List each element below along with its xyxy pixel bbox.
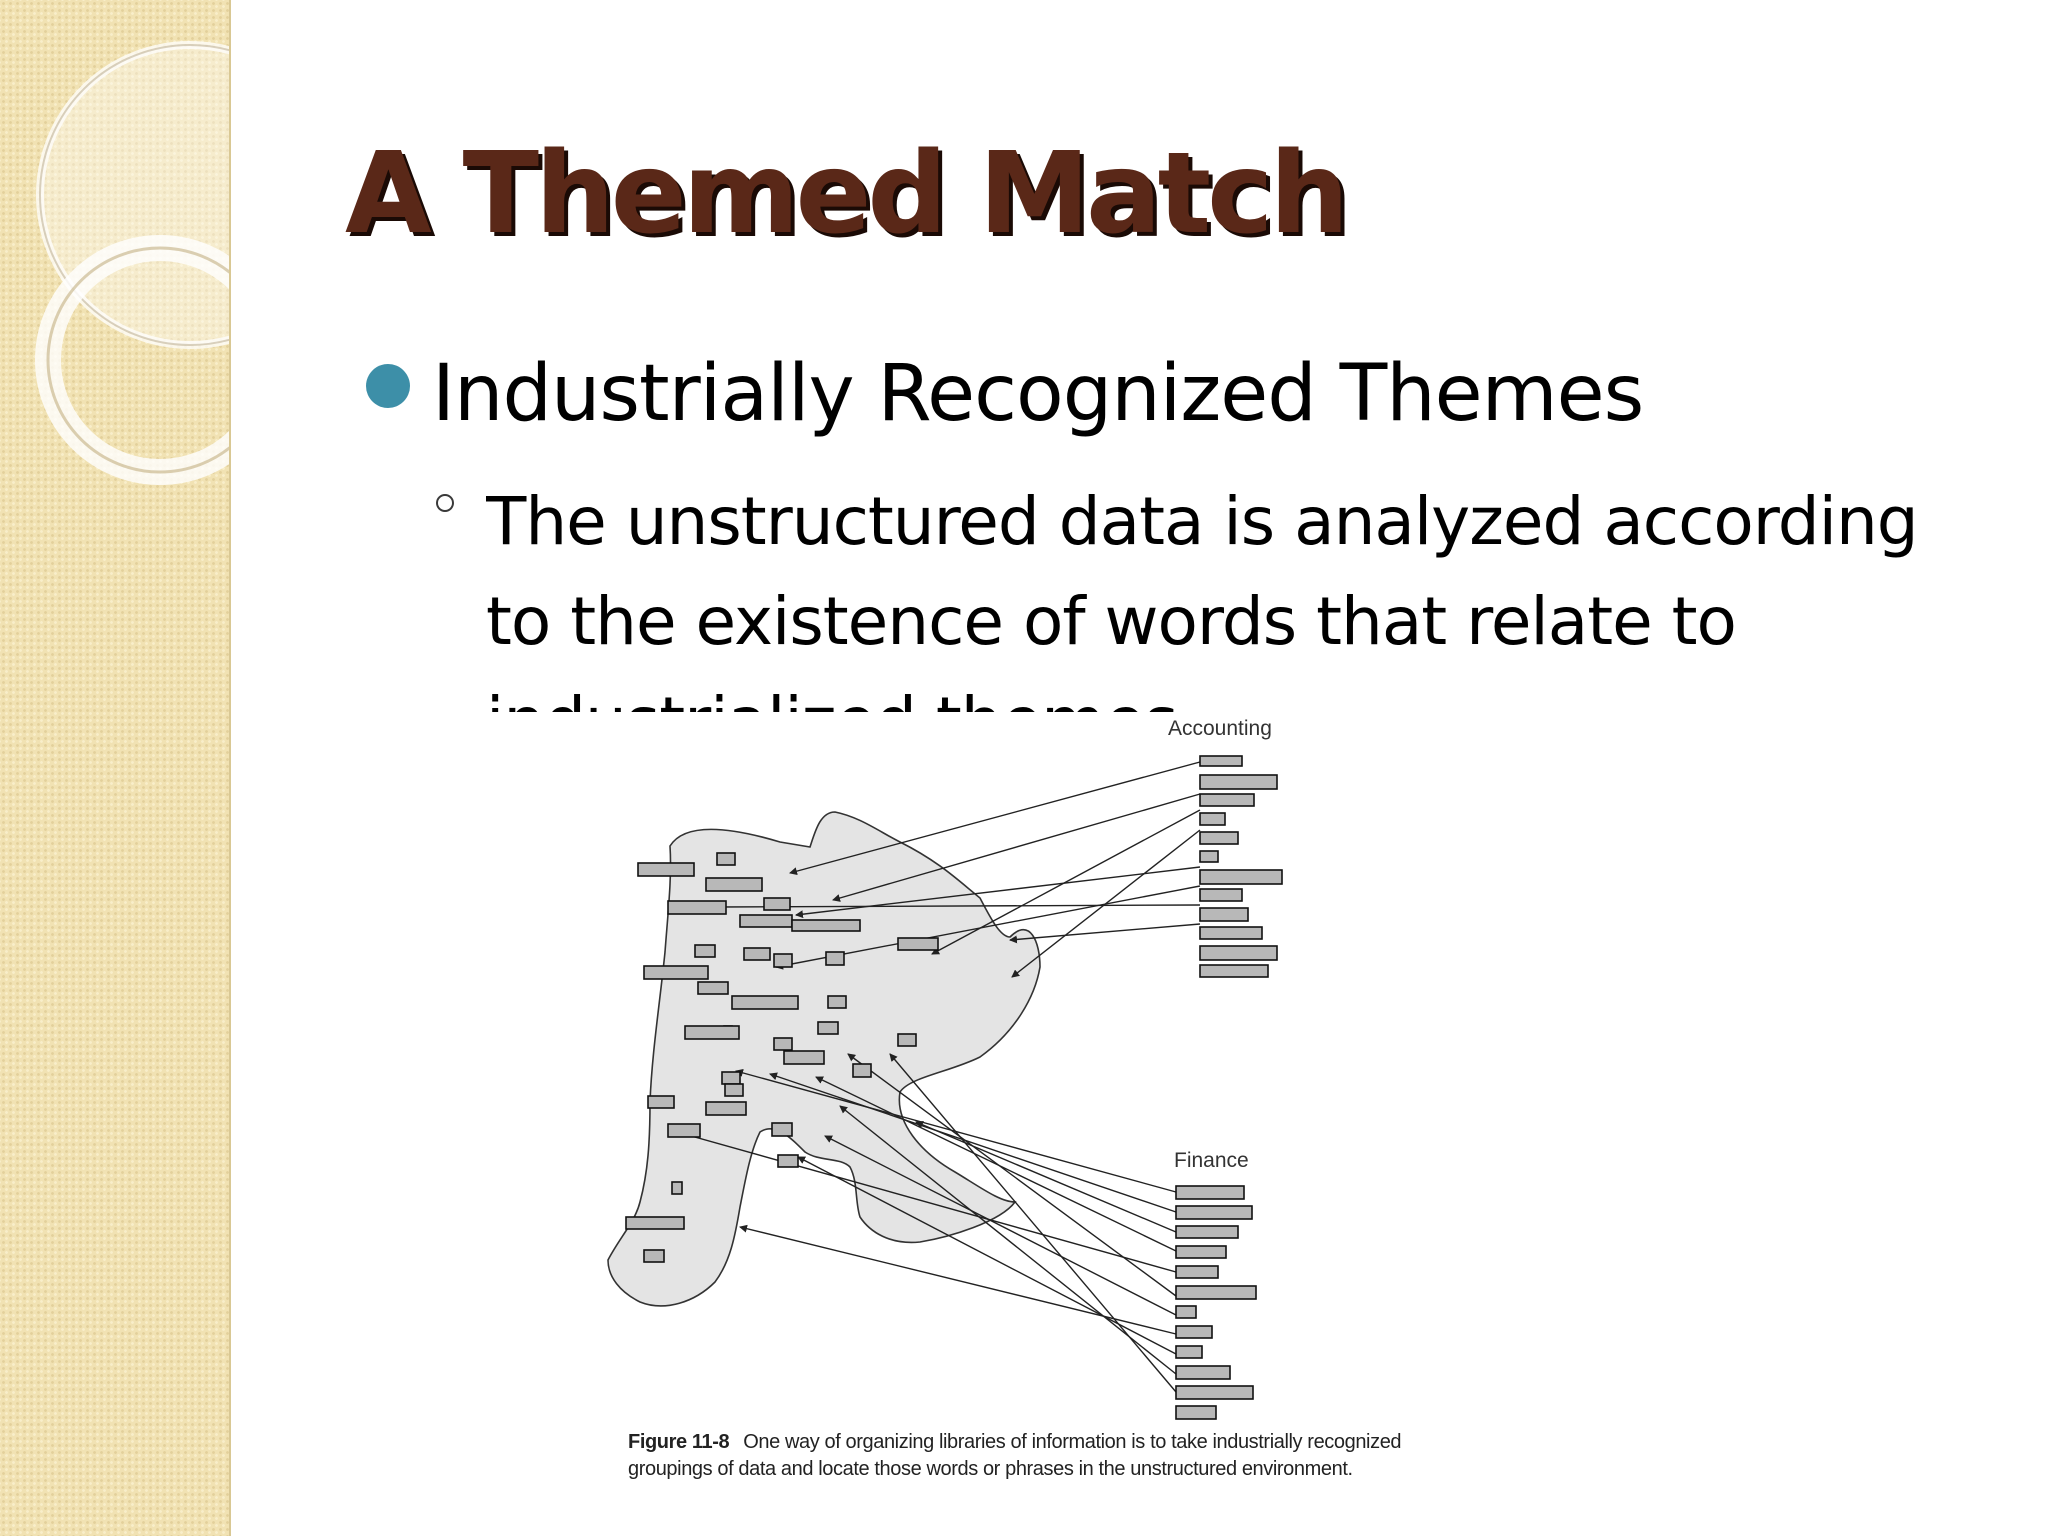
unstructured-term-box: [773, 1037, 793, 1051]
accounting-term-box: [1199, 964, 1269, 978]
accounting-term-box: [1199, 869, 1283, 885]
unstructured-term-box: [763, 897, 791, 911]
unstructured-term-box: [771, 1122, 793, 1137]
finance-term-box: [1175, 1205, 1253, 1220]
unstructured-term-box: [743, 947, 771, 961]
unstructured-term-box: [643, 1249, 665, 1263]
finance-term-box: [1175, 1225, 1239, 1239]
themed-match-diagram: [607, 755, 1283, 1420]
unstructured-term-box: [697, 981, 729, 995]
unstructured-term-box: [694, 944, 716, 958]
unstructured-term-box: [897, 937, 939, 951]
accounting-term-box: [1199, 850, 1219, 863]
finance-term-box: [1175, 1325, 1213, 1339]
unstructured-term-box: [777, 1154, 799, 1168]
bullet-text: Industrially Recognized Themes: [432, 349, 1644, 439]
finance-term-box: [1175, 1305, 1197, 1319]
unstructured-term-box: [825, 951, 845, 966]
accounting-term-box: [1199, 945, 1278, 961]
unstructured-term-box: [705, 1101, 747, 1116]
match-arrow: [832, 793, 1201, 902]
match-arrow: [676, 1130, 1177, 1273]
accounting-term-box: [1199, 888, 1243, 902]
unstructured-term-box: [817, 1021, 839, 1035]
unstructured-term-box: [739, 914, 793, 928]
finance-term-box: [1175, 1285, 1257, 1300]
match-arrow: [789, 761, 1201, 876]
finance-term-box: [1175, 1345, 1203, 1359]
match-arrow: [931, 809, 1201, 955]
finance-term-box: [1175, 1385, 1254, 1400]
figure-caption-label: Figure 11-8: [628, 1431, 730, 1453]
sub-bullet-circle-icon: [436, 494, 454, 512]
match-arrow: [797, 1156, 1177, 1355]
unstructured-term-box: [637, 862, 695, 877]
unstructured-term-box: [647, 1095, 675, 1109]
accounting-term-box: [1199, 755, 1243, 767]
match-arrow: [769, 1072, 1177, 1213]
accounting-term-box: [1199, 831, 1239, 845]
unstructured-term-box: [667, 900, 727, 915]
finance-term-box: [1175, 1365, 1231, 1380]
finance-term-box: [1175, 1405, 1217, 1420]
unstructured-term-box: [724, 1083, 744, 1097]
slide-title: A Themed Match: [345, 129, 1349, 259]
accounting-label: Accounting: [1168, 717, 1272, 740]
unstructured-term-box: [671, 1181, 683, 1195]
accounting-term-box: [1199, 774, 1278, 790]
match-arrow: [739, 1224, 1177, 1335]
finance-term-box: [1175, 1245, 1227, 1259]
match-arrow: [847, 1053, 1177, 1297]
finance-label: Finance: [1174, 1149, 1249, 1172]
unstructured-term-box: [716, 852, 736, 866]
unstructured-term-box: [791, 919, 861, 932]
decorative-sidebar: [0, 0, 231, 1536]
match-arrow: [839, 1105, 1177, 1375]
match-arrow: [889, 1053, 1177, 1393]
unstructured-term-box: [643, 965, 709, 980]
decorative-rings: [35, 41, 229, 485]
unstructured-term-box: [625, 1216, 685, 1230]
accounting-term-box: [1199, 907, 1249, 922]
match-arrow: [1009, 923, 1201, 944]
accounting-term-box: [1199, 812, 1226, 826]
match-arrow: [717, 902, 1201, 911]
unstructured-term-box: [684, 1025, 740, 1040]
match-arrow: [915, 1121, 1177, 1233]
accounting-term-box: [1199, 926, 1263, 940]
figure-caption-text: One way of organizing libraries of infor…: [628, 1431, 1402, 1480]
unstructured-term-box: [852, 1063, 872, 1078]
unstructured-term-box: [827, 995, 847, 1009]
accounting-term-box: [1199, 793, 1255, 807]
unstructured-term-box: [705, 877, 763, 892]
unstructured-term-box: [897, 1033, 917, 1047]
match-arrow: [775, 885, 1201, 970]
sub-bullet-text: The unstructured data is analyzed accord…: [486, 483, 1919, 734]
unstructured-term-box: [731, 995, 799, 1010]
match-arrow: [824, 1135, 1177, 1316]
finance-term-box: [1175, 1265, 1219, 1279]
unstructured-term-box: [667, 1123, 701, 1138]
finance-term-box: [1175, 1185, 1245, 1200]
unstructured-term-box: [721, 1071, 741, 1085]
unstructured-term-box: [783, 1050, 825, 1065]
unstructured-term-box: [773, 953, 793, 968]
bullet-dot-icon: [366, 364, 410, 408]
